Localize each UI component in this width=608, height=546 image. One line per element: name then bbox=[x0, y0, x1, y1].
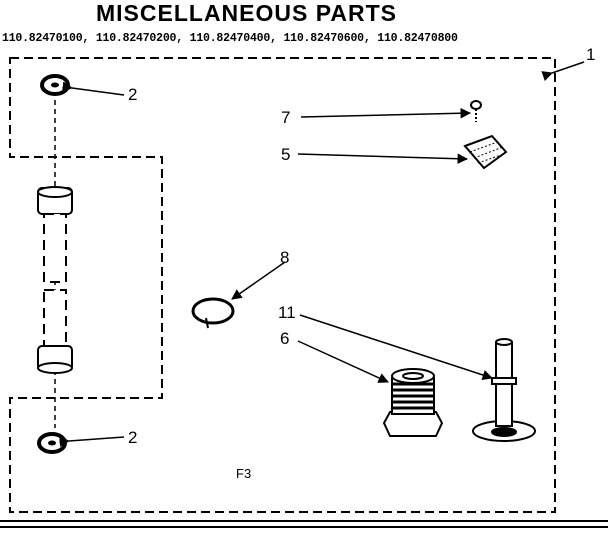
callout-2-top: 2 bbox=[128, 85, 137, 104]
callout-5: 5 bbox=[281, 145, 290, 164]
callout-6: 6 bbox=[280, 329, 289, 348]
washer-top bbox=[40, 74, 70, 96]
diagram-title: MISCELLANEOUS PARTS bbox=[96, 0, 397, 26]
callout-11: 11 bbox=[278, 303, 296, 322]
washer-bottom bbox=[37, 432, 67, 454]
callout-2-bottom: 2 bbox=[128, 428, 137, 447]
model-numbers: 110.82470100, 110.82470200, 110.82470400… bbox=[2, 32, 458, 45]
kit-outline bbox=[9, 57, 556, 513]
clip bbox=[463, 134, 508, 170]
callout-8: 8 bbox=[280, 248, 289, 267]
callout-1: 1 bbox=[586, 45, 595, 64]
hose-assembly bbox=[37, 186, 73, 374]
callout-7: 7 bbox=[281, 108, 290, 127]
pin bbox=[472, 338, 536, 442]
figure-label: F3 bbox=[236, 466, 251, 481]
screw bbox=[470, 100, 482, 122]
ring bbox=[191, 297, 235, 329]
leader-lines bbox=[59, 61, 585, 447]
fitting bbox=[382, 368, 444, 437]
